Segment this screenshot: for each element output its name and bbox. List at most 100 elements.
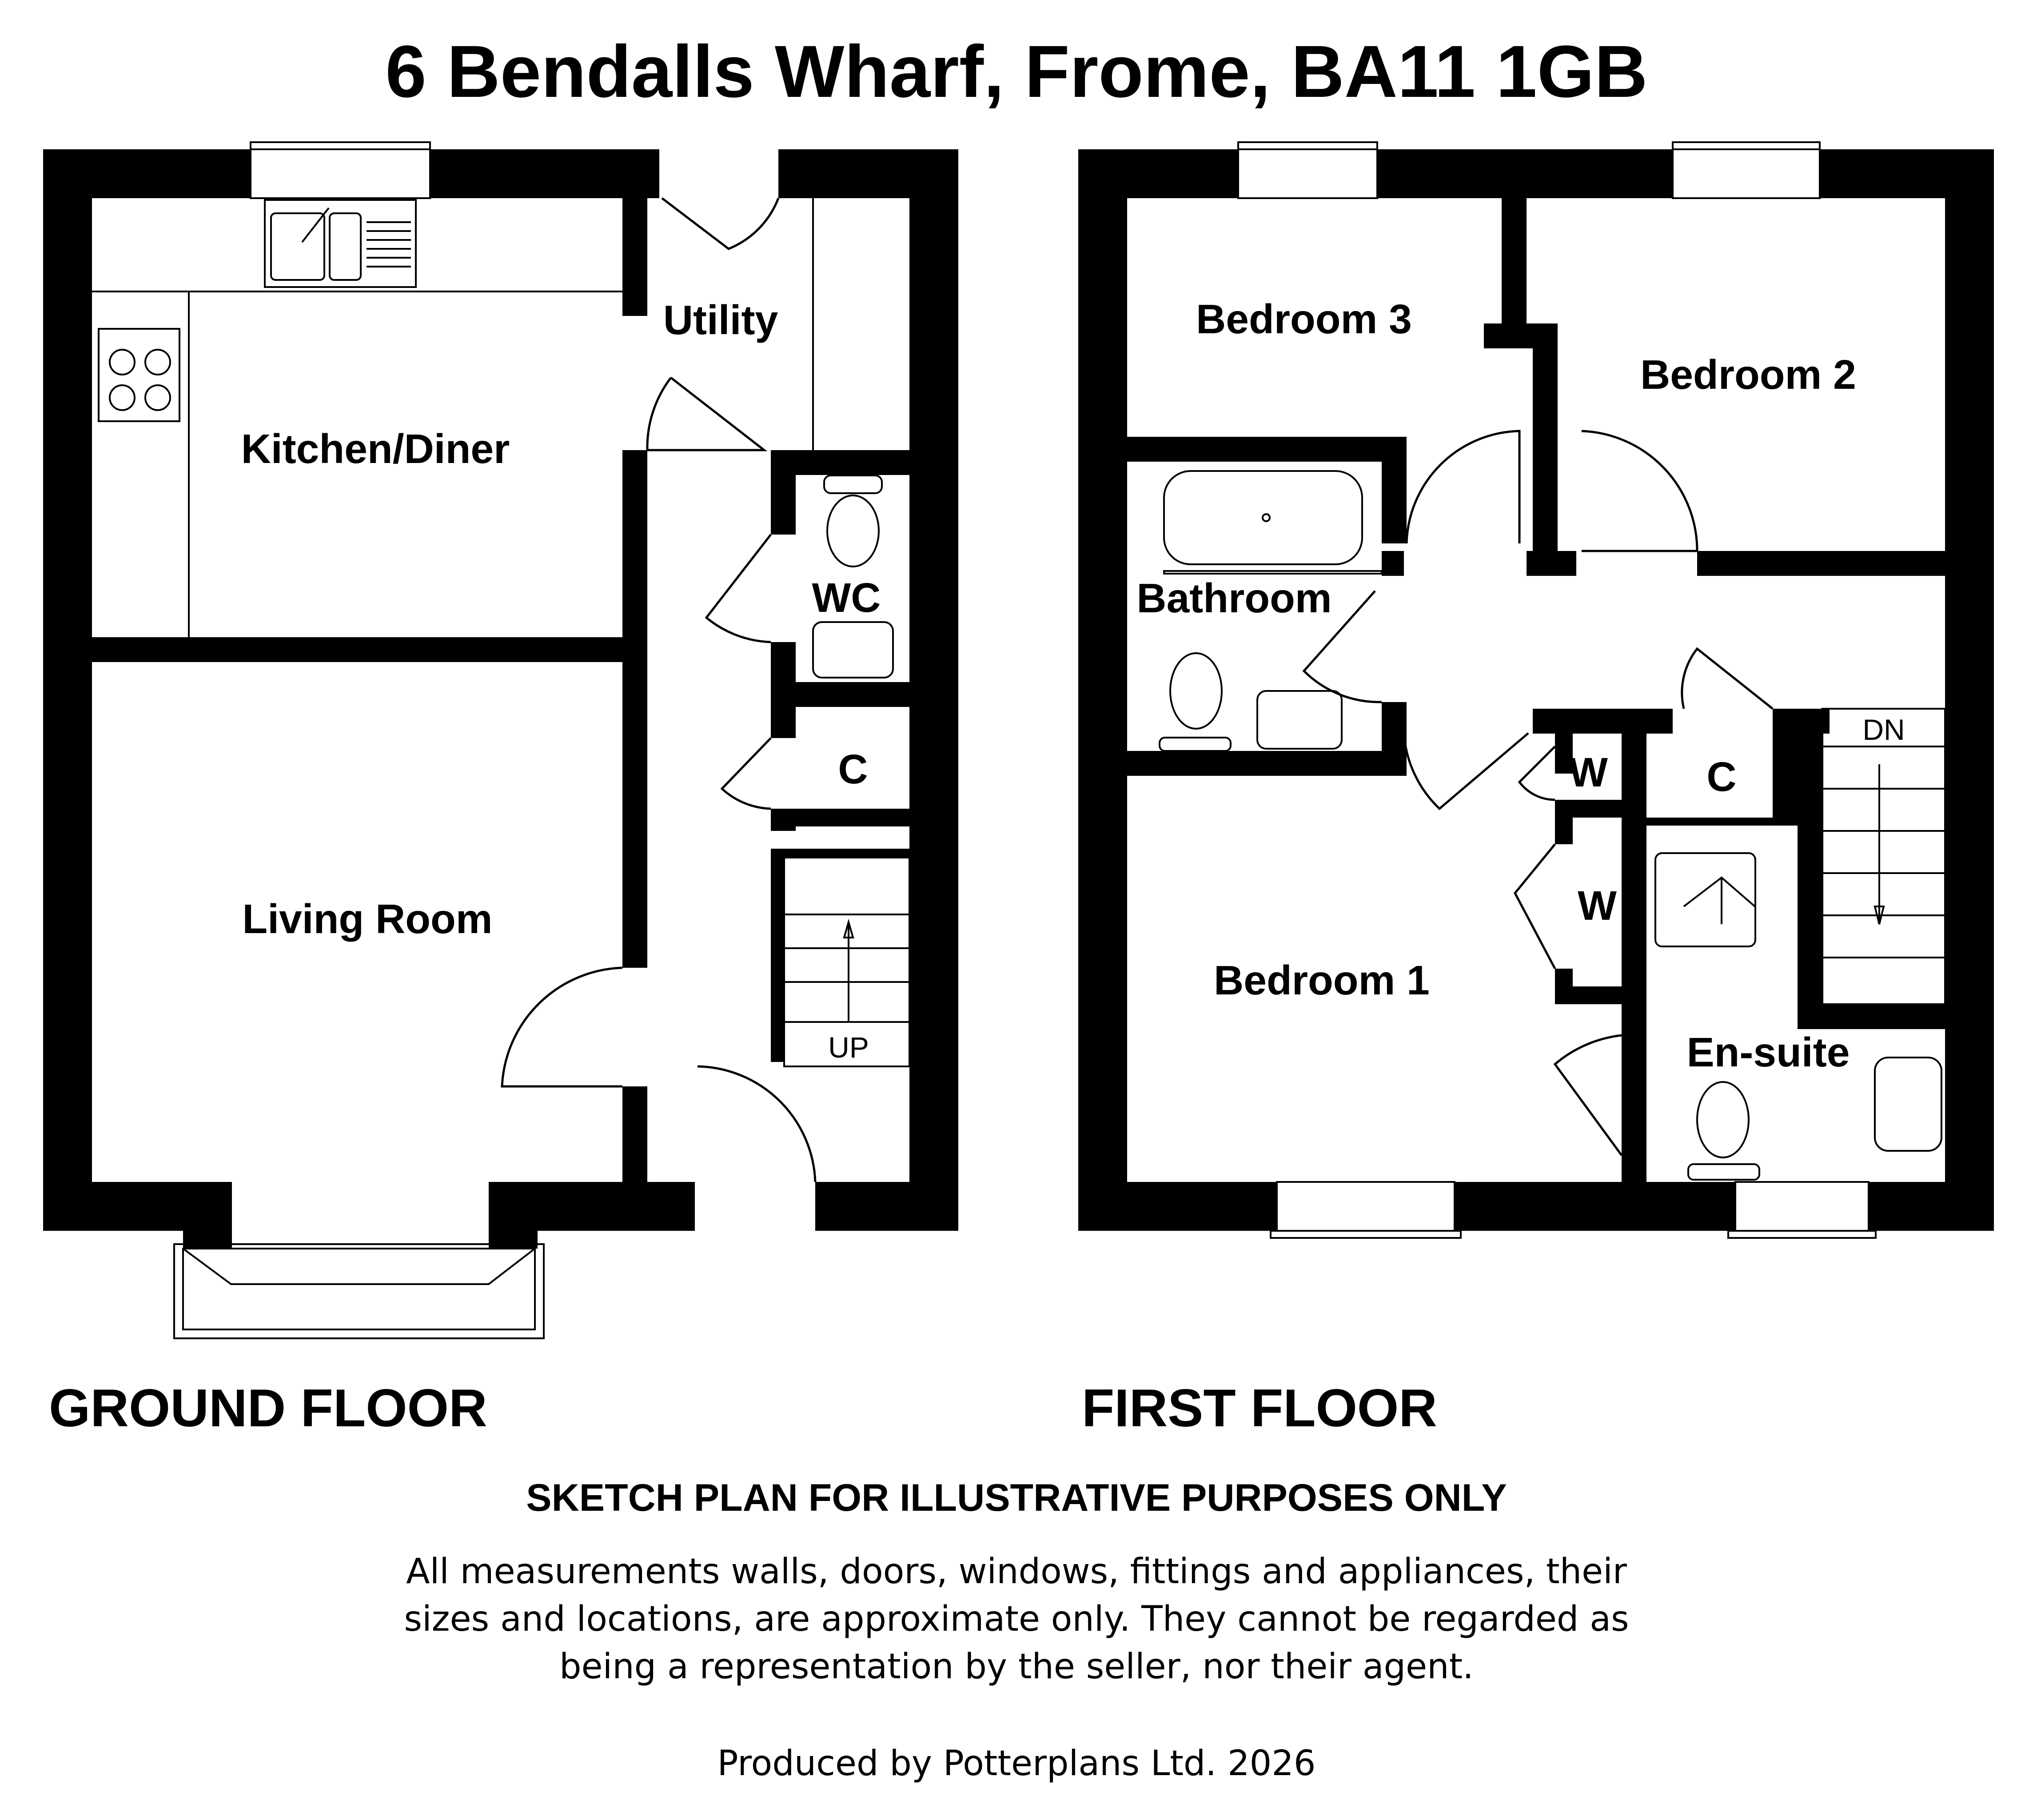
- wall: [1502, 198, 1527, 348]
- shower-icon: [1683, 876, 1756, 907]
- basin-icon: [812, 621, 894, 679]
- room-label-bedroom-3: Bedroom 3: [1196, 296, 1412, 342]
- wall: [622, 450, 647, 968]
- wall: [815, 1182, 958, 1231]
- door: [720, 737, 772, 810]
- window: [250, 141, 431, 150]
- sink-icon: [270, 212, 325, 281]
- wall: [1773, 709, 1798, 826]
- window: [1276, 1181, 1455, 1232]
- wall: [771, 682, 909, 707]
- wall: [489, 1182, 538, 1249]
- wall: [1646, 818, 1798, 826]
- door: [1403, 732, 1529, 810]
- room-label-kitchen-diner: Kitchen/Diner: [241, 426, 510, 472]
- stairs-label-up: UP: [828, 1031, 869, 1064]
- wall: [1527, 551, 1576, 576]
- room-label-cupboard: C: [838, 746, 868, 792]
- wall: [92, 637, 622, 662]
- basin-icon: [1256, 690, 1343, 750]
- room-label-bedroom-1: Bedroom 1: [1214, 957, 1430, 1003]
- door: [1518, 746, 1556, 801]
- wall: [622, 198, 647, 316]
- wall: [1697, 551, 1945, 576]
- room-label-en-suite: En-suite: [1687, 1029, 1850, 1075]
- wall: [771, 849, 784, 1062]
- bay-window: [182, 1248, 536, 1285]
- ground-floor-heading: GROUND FLOOR: [49, 1378, 487, 1438]
- door: [501, 966, 623, 1088]
- window: [1237, 141, 1378, 150]
- arrow-up-icon: [843, 918, 854, 938]
- door: [646, 377, 768, 451]
- door: [705, 534, 772, 643]
- hob-icon: [98, 328, 180, 422]
- first-floor-plan: Bedroom 3 Bedroom 2 Bathroom Bedroom 1 W…: [1078, 141, 1994, 1239]
- window: [250, 148, 431, 199]
- toilet-icon: [1687, 1163, 1760, 1181]
- disclaimer-line: All measurements walls, doors, windows, …: [406, 1552, 1627, 1592]
- toilet-icon: [1696, 1081, 1750, 1158]
- door: [1553, 1034, 1623, 1156]
- window: [1237, 148, 1378, 199]
- wall: [1798, 1004, 1945, 1029]
- wall: [1869, 1182, 1994, 1231]
- room-label-bedroom-2: Bedroom 2: [1640, 351, 1856, 398]
- page-title: 6 Bendalls Wharf, Frome, BA11 1GB: [385, 31, 1647, 113]
- window: [1727, 1230, 1877, 1239]
- wall: [1127, 437, 1395, 462]
- wall: [430, 149, 659, 198]
- door: [1405, 430, 1521, 544]
- room-label-wardrobe-upper: W: [1569, 749, 1608, 795]
- wall: [1798, 709, 1822, 1029]
- sink-icon: [329, 212, 362, 281]
- window: [1270, 1230, 1462, 1239]
- wall: [1078, 1182, 1277, 1231]
- room-label-wardrobe-lower: W: [1578, 882, 1617, 929]
- wall: [183, 1182, 232, 1249]
- disclaimer-line: sizes and locations, are approximate onl…: [404, 1599, 1629, 1639]
- window: [1672, 141, 1821, 150]
- wall: [1382, 551, 1404, 576]
- room-label-living-room: Living Room: [242, 896, 492, 942]
- basin-icon: [1874, 1057, 1942, 1152]
- producer-credit: Produced by Potterplans Ltd. 2026: [717, 1744, 1315, 1784]
- wall: [1555, 969, 1573, 1004]
- stairs: [783, 857, 910, 1067]
- wall: [1945, 149, 1994, 1231]
- toilet-icon: [1169, 652, 1223, 730]
- wall: [771, 809, 909, 826]
- door: [1514, 843, 1556, 970]
- wall: [771, 849, 909, 858]
- room-label-utility: Utility: [663, 297, 778, 343]
- wall: [1533, 323, 1558, 570]
- door: [1581, 430, 1698, 552]
- wall: [771, 707, 796, 738]
- wall: [1078, 149, 1127, 1231]
- wall: [43, 149, 92, 1231]
- door: [1302, 590, 1382, 703]
- wall: [1622, 709, 1646, 1182]
- illustrative-notice: SKETCH PLAN FOR ILLUSTRATIVE PURPOSES ON…: [526, 1477, 1507, 1519]
- wall: [1127, 751, 1407, 776]
- wall: [1533, 709, 1673, 734]
- wall: [909, 149, 958, 1231]
- sink-icon: [264, 199, 417, 288]
- room-label-cupboard: C: [1706, 754, 1736, 800]
- room-label-bathroom: Bathroom: [1136, 575, 1331, 621]
- door: [1681, 647, 1774, 710]
- bay-window: [182, 1248, 536, 1330]
- room-label-wc: WC: [812, 575, 881, 621]
- wall: [622, 1086, 647, 1186]
- wall: [1555, 800, 1646, 818]
- toilet-icon: [1159, 737, 1232, 752]
- bay-window: [173, 1243, 545, 1339]
- wall: [771, 450, 796, 535]
- first-floor-heading: FIRST FLOOR: [1082, 1378, 1437, 1438]
- disclaimer-line: being a representation by the seller, no…: [559, 1647, 1474, 1687]
- shower-icon: [1654, 852, 1756, 947]
- wall: [1382, 437, 1407, 543]
- arrow-down-icon: [1874, 906, 1885, 925]
- toilet-icon: [823, 475, 883, 494]
- stairs: [1822, 708, 1946, 1005]
